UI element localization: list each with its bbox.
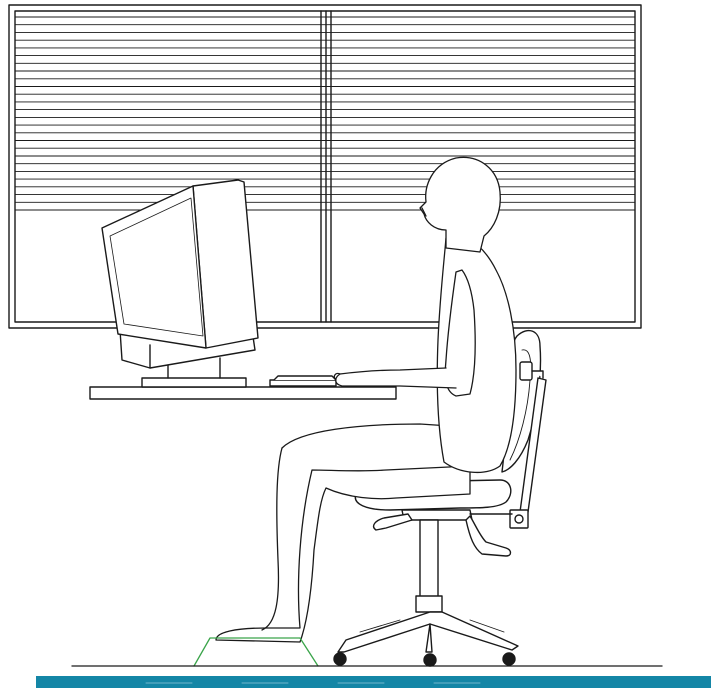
window-frame-inner: [15, 11, 635, 322]
crt-monitor: [102, 180, 258, 387]
chair-caster: [424, 654, 436, 666]
chair-caster: [503, 653, 515, 665]
chair-gas-lift: [420, 520, 438, 602]
keyboard: [270, 376, 336, 386]
desk: [90, 387, 396, 399]
blind-slats: [15, 17, 635, 210]
chair-height-paddle: [466, 516, 511, 556]
desk-top: [90, 387, 396, 399]
window-mullion: [321, 11, 331, 322]
floor-band: [36, 676, 711, 688]
window-frame-outer: [9, 5, 641, 328]
chair-caster: [334, 653, 346, 665]
monitor-stand: [142, 378, 246, 387]
chair-tilt-lever: [374, 514, 412, 530]
window-with-blinds: [9, 5, 641, 328]
